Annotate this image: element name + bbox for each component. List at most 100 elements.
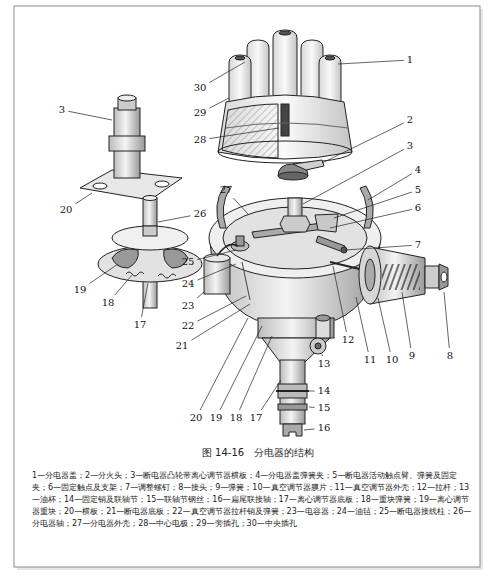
callout-number: 2 bbox=[407, 115, 413, 125]
leader-line bbox=[89, 264, 118, 284]
callout-number: 17 bbox=[250, 413, 263, 423]
leader-line bbox=[197, 264, 236, 280]
leader-line bbox=[75, 193, 92, 204]
drawing-stroke bbox=[316, 315, 330, 321]
drawing-stroke bbox=[93, 183, 107, 189]
drawing-stroke bbox=[112, 249, 138, 268]
drawing-stroke bbox=[382, 264, 420, 290]
leader-line bbox=[402, 292, 411, 348]
leader-line bbox=[191, 304, 250, 340]
callout-number: 23 bbox=[182, 301, 195, 311]
callout-number: 20 bbox=[60, 205, 73, 215]
drawing-stroke bbox=[280, 216, 310, 232]
callout-number: 5 bbox=[415, 185, 421, 195]
drawing-stroke bbox=[223, 207, 367, 269]
leader-line bbox=[209, 98, 229, 108]
drawing-stroke bbox=[360, 186, 373, 228]
callout-number: 29 bbox=[194, 108, 207, 118]
callout-number: 10 bbox=[386, 355, 399, 365]
leader-line bbox=[368, 174, 412, 200]
leader-line bbox=[356, 297, 368, 352]
leader-line bbox=[322, 123, 404, 163]
callout-number: 17 bbox=[134, 320, 147, 330]
callout-number: 13 bbox=[318, 359, 331, 369]
callout-number: 19 bbox=[74, 285, 87, 295]
parts-key: 1—分电器盖；2—分火头；3—断电器凸轮带离心调节器横板；4—分电器盖弹簧夹；5… bbox=[32, 470, 472, 530]
drawing-stroke bbox=[80, 95, 182, 200]
drawing-stroke bbox=[218, 30, 352, 163]
drawing-stroke bbox=[310, 338, 326, 354]
drawing-stroke bbox=[98, 196, 202, 309]
callout-number: 18 bbox=[102, 298, 115, 308]
leader-line bbox=[115, 275, 132, 295]
drawing-stroke bbox=[365, 259, 375, 291]
drawing-stroke bbox=[222, 104, 278, 158]
leader-line bbox=[309, 407, 315, 408]
callout-number: 6 bbox=[415, 203, 421, 213]
leader-line bbox=[233, 198, 248, 214]
drawing-stroke bbox=[209, 186, 381, 436]
drawing-stroke bbox=[14, 6, 480, 567]
callout-number: 24 bbox=[182, 279, 195, 289]
callout-number: 11 bbox=[364, 355, 377, 365]
leader-line bbox=[322, 354, 323, 356]
callout-number: 14 bbox=[318, 386, 331, 396]
drawing-stroke bbox=[229, 55, 251, 102]
drawing-stroke bbox=[278, 404, 307, 410]
leader-line bbox=[220, 326, 262, 410]
leader-line bbox=[200, 318, 248, 410]
drawing-stroke bbox=[279, 31, 291, 35]
callout-number: 18 bbox=[230, 413, 243, 423]
callout-number: 20 bbox=[190, 413, 203, 423]
drawing-stroke bbox=[281, 104, 289, 136]
figure-caption: 图 14-16 分电器的结构 bbox=[202, 446, 314, 460]
callout-number: 4 bbox=[415, 165, 421, 175]
drawing-stroke bbox=[359, 246, 381, 304]
leader-line bbox=[197, 292, 204, 298]
leader-line bbox=[309, 391, 315, 392]
drawing-stroke bbox=[439, 264, 448, 290]
drawing-stroke bbox=[315, 214, 338, 232]
callout-number: 27 bbox=[220, 185, 233, 195]
leader-line bbox=[68, 111, 112, 120]
leader-line bbox=[197, 250, 236, 260]
callout-number: 3 bbox=[407, 141, 413, 151]
leader-line bbox=[261, 380, 281, 410]
drawing-stroke bbox=[235, 56, 245, 60]
callout-number: 28 bbox=[194, 135, 207, 145]
callout-number: 7 bbox=[415, 240, 421, 250]
callout-number: 22 bbox=[182, 321, 195, 331]
drawing-stroke bbox=[155, 181, 169, 187]
drawing-stroke bbox=[293, 160, 324, 170]
callout-number: 21 bbox=[176, 341, 189, 351]
drawing-stroke bbox=[98, 246, 202, 282]
drawing-stroke bbox=[112, 226, 188, 250]
leader-line bbox=[334, 192, 412, 218]
drawing-stroke bbox=[425, 266, 439, 288]
drawing-stroke bbox=[109, 136, 145, 151]
drawing-stroke bbox=[242, 262, 250, 300]
drawing-stroke bbox=[217, 244, 238, 256]
leader-line bbox=[338, 60, 404, 64]
drawing-stroke bbox=[330, 246, 448, 304]
callout-number: 16 bbox=[318, 423, 331, 433]
leader-line bbox=[303, 149, 404, 204]
drawing-stroke bbox=[273, 30, 297, 98]
drawing-stroke bbox=[218, 95, 352, 159]
leader-line bbox=[304, 429, 315, 430]
drawing-stroke bbox=[441, 272, 447, 282]
leader-line bbox=[209, 62, 245, 83]
leader-line bbox=[333, 266, 346, 332]
drawing-stroke bbox=[143, 226, 157, 236]
leader-line bbox=[209, 128, 279, 139]
drawing-stroke bbox=[126, 272, 144, 276]
callout-number: 8 bbox=[447, 351, 453, 361]
drawing-stroke bbox=[283, 424, 302, 436]
drawing-stroke bbox=[226, 123, 348, 128]
callout-number: 1 bbox=[407, 55, 413, 65]
drawing-stroke bbox=[236, 236, 244, 246]
drawing-stroke bbox=[204, 258, 230, 294]
drawing-stroke bbox=[276, 390, 309, 392]
drawing-stroke bbox=[319, 55, 341, 102]
leader-line bbox=[240, 336, 272, 410]
